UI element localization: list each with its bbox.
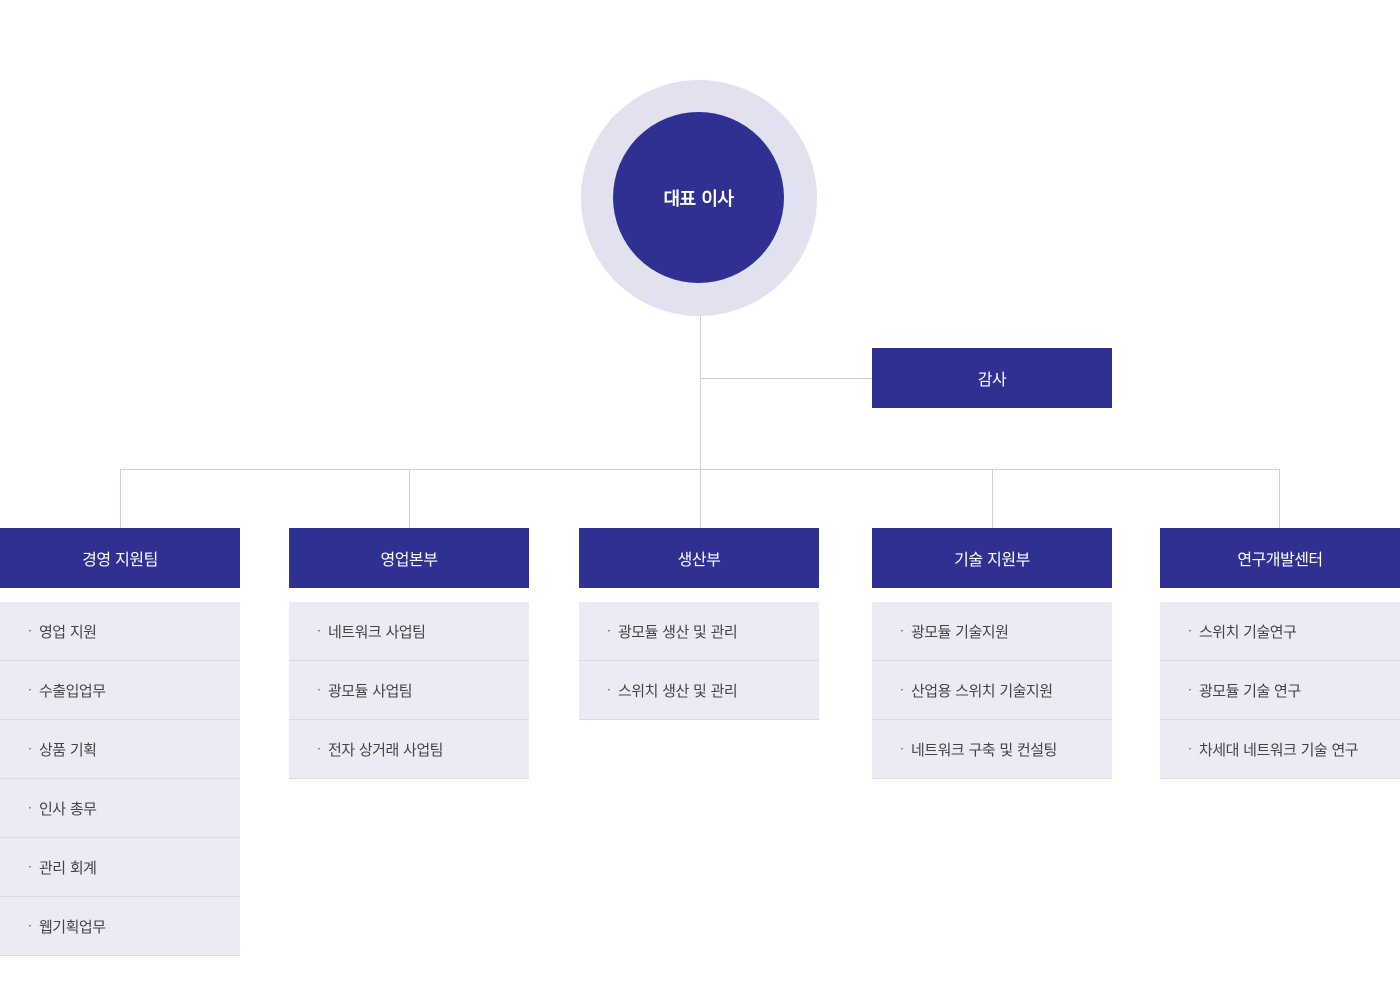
department-task-list: ·광모듈 생산 및 관리 ·스위치 생산 및 관리 [579,602,819,720]
connector-dept-2 [409,469,410,528]
list-item: ·영업 지원 [0,602,240,661]
list-item: ·스위치 기술연구 [1160,602,1400,661]
department-header: 경영 지원팀 [0,528,240,588]
list-item: ·웹기획업무 [0,897,240,956]
department-header: 영업본부 [289,528,529,588]
list-item: ·네트워크 구축 및 컨설팅 [872,720,1112,779]
bullet-icon: · [28,624,32,638]
connector-dept-5 [1279,469,1280,528]
connector-departments-horizontal [120,469,1280,470]
list-item: ·관리 회계 [0,838,240,897]
list-item: ·스위치 생산 및 관리 [579,661,819,720]
connector-dept-4 [992,469,993,528]
department-production: 생산부 ·광모듈 생산 및 관리 ·스위치 생산 및 관리 [579,528,819,720]
bullet-icon: · [607,624,611,638]
auditor-label: 감사 [977,370,1007,389]
list-item: ·광모듈 기술지원 [872,602,1112,661]
department-sales-division: 영업본부 ·네트워크 사업팀 ·광모듈 사업팀 ·전자 상거래 사업팀 [289,528,529,779]
list-item: ·차세대 네트워크 기술 연구 [1160,720,1400,779]
list-item: ·상품 기획 [0,720,240,779]
department-rnd-center: 연구개발센터 ·스위치 기술연구 ·광모듈 기술 연구 ·차세대 네트워크 기술… [1160,528,1400,779]
connector-ceo-vertical [700,316,701,528]
department-header: 연구개발센터 [1160,528,1400,588]
bullet-icon: · [28,860,32,874]
department-tech-support: 기술 지원부 ·광모듈 기술지원 ·산업용 스위치 기술지원 ·네트워크 구축 … [872,528,1112,779]
bullet-icon: · [900,624,904,638]
list-item: ·광모듈 생산 및 관리 [579,602,819,661]
list-item: ·전자 상거래 사업팀 [289,720,529,779]
department-management-support: 경영 지원팀 ·영업 지원 ·수출입업무 ·상품 기획 ·인사 총무 ·관리 회… [0,528,240,956]
bullet-icon: · [900,683,904,697]
ceo-node: 대표 이사 [613,112,784,283]
connector-auditor-horizontal [700,378,872,379]
department-header: 생산부 [579,528,819,588]
list-item: ·네트워크 사업팀 [289,602,529,661]
bullet-icon: · [28,919,32,933]
list-item: ·광모듈 사업팀 [289,661,529,720]
bullet-icon: · [28,801,32,815]
bullet-icon: · [28,742,32,756]
bullet-icon: · [317,624,321,638]
department-task-list: ·네트워크 사업팀 ·광모듈 사업팀 ·전자 상거래 사업팀 [289,602,529,779]
bullet-icon: · [1188,742,1192,756]
list-item: ·인사 총무 [0,779,240,838]
department-task-list: ·스위치 기술연구 ·광모듈 기술 연구 ·차세대 네트워크 기술 연구 [1160,602,1400,779]
department-task-list: ·영업 지원 ·수출입업무 ·상품 기획 ·인사 총무 ·관리 회계 ·웹기획업… [0,602,240,956]
department-task-list: ·광모듈 기술지원 ·산업용 스위치 기술지원 ·네트워크 구축 및 컨설팅 [872,602,1112,779]
ceo-label: 대표 이사 [663,188,734,210]
bullet-icon: · [1188,624,1192,638]
auditor-node: 감사 [872,348,1112,408]
bullet-icon: · [317,742,321,756]
bullet-icon: · [28,683,32,697]
bullet-icon: · [607,683,611,697]
bullet-icon: · [900,742,904,756]
list-item: ·수출입업무 [0,661,240,720]
bullet-icon: · [1188,683,1192,697]
list-item: ·광모듈 기술 연구 [1160,661,1400,720]
bullet-icon: · [317,683,321,697]
list-item: ·산업용 스위치 기술지원 [872,661,1112,720]
department-header: 기술 지원부 [872,528,1112,588]
connector-dept-1 [120,469,121,528]
